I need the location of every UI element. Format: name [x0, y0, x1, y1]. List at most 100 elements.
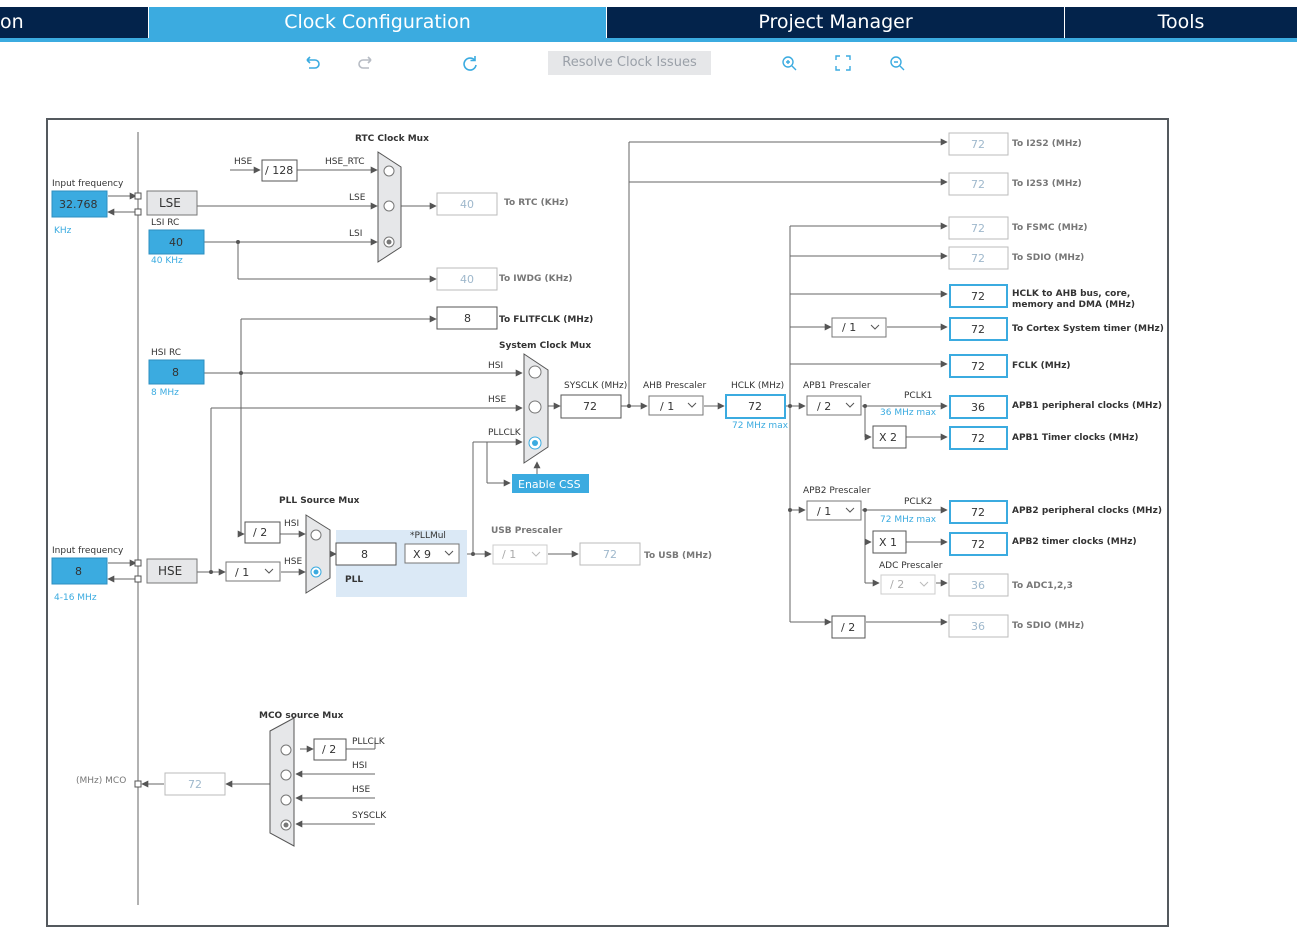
sys-mux-hse: HSE	[488, 395, 506, 405]
tab-project-manager[interactable]: Project Manager	[607, 7, 1065, 38]
hse-input-freq-label: Input frequency	[52, 546, 124, 556]
pll-mul-value: X 9	[413, 548, 431, 561]
hse-div-value: / 1	[235, 566, 249, 579]
hsi-value: 8	[172, 366, 179, 379]
flitf-value: 8	[464, 312, 471, 325]
usb-value: 72	[603, 548, 617, 561]
out-apb2-timer-label: APB2 timer clocks (MHz)	[1012, 537, 1137, 547]
pll-mul-label: *PLLMul	[410, 531, 446, 541]
hse-predivider-select[interactable]	[225, 561, 281, 582]
out-apb1-periph-value: 36	[971, 401, 985, 414]
hse-freq-value: 8	[75, 565, 82, 578]
tab-clock-configuration[interactable]: Clock Configuration	[149, 7, 607, 38]
hsi-rc-box	[148, 359, 205, 385]
pll-mul-select[interactable]	[404, 543, 460, 564]
apb2-prescaler-label: APB2 Prescaler	[803, 486, 871, 496]
undo-icon[interactable]	[301, 52, 323, 74]
hse-name: HSE	[158, 564, 182, 578]
out-fsmc-label: To FSMC (MHz)	[1012, 223, 1088, 233]
out-sdio-value: 72	[971, 252, 985, 265]
mco-sysclk: SYSCLK	[352, 811, 387, 821]
out-adc-value: 36	[971, 579, 985, 592]
iwdg-value: 40	[460, 273, 474, 286]
rtc-out-label: To RTC (KHz)	[504, 198, 569, 208]
out-hclk-value: 72	[971, 290, 985, 303]
hse-range: 4-16 MHz	[54, 593, 97, 603]
tab-tools[interactable]: Tools	[1157, 11, 1205, 33]
usb-prescaler-select[interactable]	[492, 544, 548, 565]
usb-out-label: To USB (MHz)	[644, 551, 712, 561]
out-fclk-label: FCLK (MHz)	[1012, 361, 1071, 371]
resolve-clock-issues-button[interactable]: Resolve Clock Issues	[548, 51, 711, 75]
apb2-prescaler-select[interactable]	[806, 500, 862, 521]
out-apb2-periph-value: 72	[971, 506, 985, 519]
pclk1-label: PCLK1	[904, 391, 932, 401]
out-sdio2-label: To SDIO (MHz)	[1012, 621, 1084, 631]
lsi-rc-box	[148, 229, 205, 255]
out-hclk-label: HCLK to AHB bus, core,	[1012, 289, 1130, 299]
ahb-prescaler-select[interactable]	[648, 395, 704, 416]
enable-css-button[interactable]	[512, 474, 589, 493]
out-i2s3-label: To I2S3 (MHz)	[1012, 179, 1082, 189]
sys-mux-pllclk: PLLCLK	[488, 428, 522, 438]
rtc-lsi-label: LSI	[349, 229, 362, 239]
cortex-divider-select[interactable]	[831, 317, 887, 338]
enable-css-label: Enable CSS	[518, 478, 581, 491]
hclk-label: HCLK (MHz)	[731, 381, 784, 391]
lsi-value: 40	[169, 236, 183, 249]
adc-prescaler-label: ADC Prescaler	[879, 561, 943, 571]
tab-configuration[interactable]: on	[0, 7, 149, 38]
usb-prescaler-value: / 1	[502, 548, 516, 561]
out-fsmc-value: 72	[971, 222, 985, 235]
zoom-out-icon[interactable]	[886, 52, 908, 74]
zoom-in-icon[interactable]	[778, 52, 800, 74]
lsi-unit: 40 KHz	[151, 256, 183, 266]
rtc-hse-label: HSE	[234, 157, 252, 167]
system-clock-mux-title: System Clock Mux	[499, 341, 591, 351]
adc-prescaler-value: / 2	[890, 578, 904, 591]
lse-block[interactable]	[146, 190, 198, 216]
apb2-max: 72 MHz max	[880, 515, 937, 525]
adc-prescaler-select[interactable]	[880, 574, 936, 595]
mco-div-value: / 2	[322, 743, 336, 756]
out-apb1-timer-value: 72	[971, 432, 985, 445]
apb2-prescaler-value: / 1	[817, 505, 831, 518]
rtc-div128: / 128	[265, 164, 293, 177]
fit-icon[interactable]	[832, 52, 854, 74]
redo-icon[interactable]	[355, 52, 377, 74]
lse-freq-input[interactable]	[51, 190, 108, 218]
out-apb1-periph-label: APB1 peripheral clocks (MHz)	[1012, 401, 1162, 411]
pll-name: PLL	[345, 575, 363, 585]
iwdg-label: To IWDG (KHz)	[499, 274, 573, 284]
hse-freq-input[interactable]	[51, 557, 108, 585]
sys-mux-hsi: HSI	[488, 361, 503, 371]
apb1-prescaler-select[interactable]	[806, 395, 862, 416]
ahb-prescaler-value: / 1	[660, 400, 674, 413]
apb1-prescaler-value: / 2	[817, 400, 831, 413]
out-sdio2-value: 36	[971, 620, 985, 633]
apb1-prescaler-label: APB1 Prescaler	[803, 381, 871, 391]
out-apb2-timer-value: 72	[971, 538, 985, 551]
lse-unit: KHz	[54, 226, 72, 236]
apb1-max: 36 MHz max	[880, 408, 937, 418]
mco-hse: HSE	[352, 785, 370, 795]
lse-name: LSE	[159, 196, 181, 210]
pll-source-mux-title: PLL Source Mux	[279, 496, 360, 506]
cortex-div-value: / 1	[842, 321, 856, 334]
rtc-lse-label: LSE	[349, 193, 366, 203]
hsi-unit: 8 MHz	[151, 388, 179, 398]
pclk2-label: PCLK2	[904, 497, 932, 507]
mco-value: 72	[188, 778, 202, 791]
lsi-rc-title: LSI RC	[151, 218, 179, 228]
apb2-timer-mult: X 1	[879, 536, 897, 549]
pll-source-mux[interactable]	[305, 514, 331, 594]
sysclk-label: SYSCLK (MHz)	[564, 381, 627, 391]
refresh-icon[interactable]	[459, 52, 481, 74]
out-cortex-label: To Cortex System timer (MHz)	[1012, 324, 1164, 334]
hse-block[interactable]	[146, 558, 198, 584]
out-apb2-periph-label: APB2 peripheral clocks (MHz)	[1012, 506, 1162, 516]
hsi-rc-title: HSI RC	[151, 348, 181, 358]
sdio-div-value: / 2	[841, 621, 855, 634]
mco-mux-title: MCO source Mux	[259, 711, 344, 721]
